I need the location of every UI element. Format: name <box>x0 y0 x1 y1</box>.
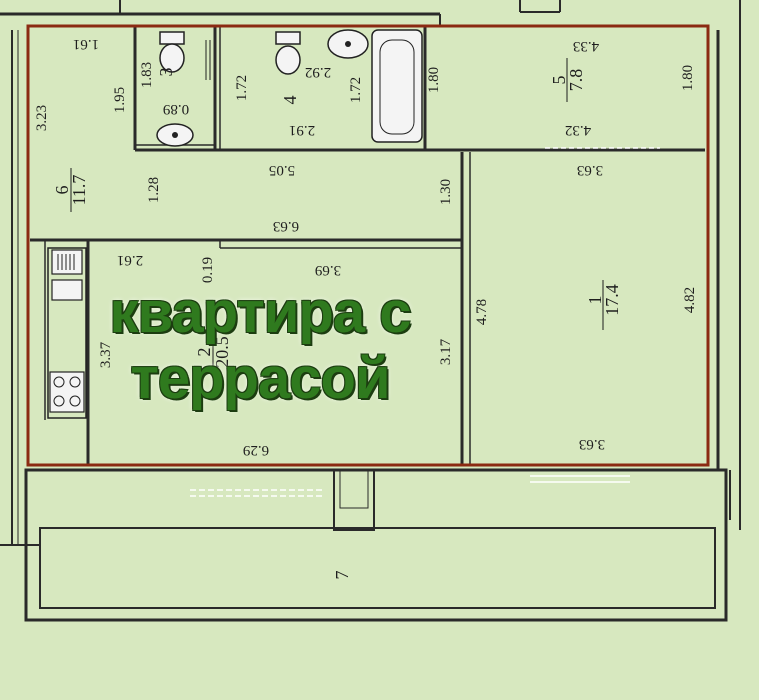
bathroom-fixtures <box>156 29 423 147</box>
room-labels: 1 17.4 2 20.5 3 0.89 4 2.92 5 7.8 6 11.7… <box>52 58 622 580</box>
caption-line-2: террасой <box>130 346 390 411</box>
dim-label: 1.95 <box>112 87 128 113</box>
toilet-icon <box>275 31 301 75</box>
room-2-number: 2 <box>194 348 214 357</box>
room-6-number: 6 <box>52 186 72 195</box>
room-4-number: 4 <box>280 96 300 105</box>
terrace <box>24 468 728 622</box>
dim-label: 1.72 <box>348 77 364 103</box>
dim-label: 3.63 <box>577 162 603 178</box>
kitchen-sink-icon <box>51 249 83 301</box>
apartment-caption: квартира с террасой <box>0 280 520 412</box>
room-5-area: 7.8 <box>566 69 586 92</box>
toilet-icon <box>159 31 185 73</box>
room-7-number: 7 <box>332 571 352 580</box>
room-1-number: 1 <box>585 296 605 305</box>
interior-walls <box>30 26 705 465</box>
dim-label: 4.82 <box>682 287 698 313</box>
building-walls <box>0 0 741 546</box>
sink-icon <box>156 123 194 147</box>
dim-label: 2.91 <box>289 122 315 138</box>
kitchen-fixtures <box>47 247 87 419</box>
dim-label: 6.29 <box>243 442 269 458</box>
room-2-area: 20.5 <box>212 336 232 368</box>
room-3-number: 3 <box>156 68 176 77</box>
dim-label: 2.61 <box>117 252 143 268</box>
dim-label: 4.33 <box>573 38 599 54</box>
dim-label: 6.63 <box>273 218 299 234</box>
dim-label: 3.23 <box>34 105 50 131</box>
dim-label: 3.17 <box>438 338 454 365</box>
dim-label: 3.63 <box>579 436 605 452</box>
dim-label: 1.80 <box>426 67 442 93</box>
dim-label: 3.37 <box>98 341 114 368</box>
radiator-icon <box>205 40 211 80</box>
dim-label: 1.80 <box>680 65 696 91</box>
dimension-labels: 1.61 3.23 1.95 1.83 1.72 1.72 1.80 4.33 … <box>34 36 698 458</box>
dim-label: 1.28 <box>146 177 162 203</box>
dim-label: 0.19 <box>200 257 216 283</box>
dim-label: 3.69 <box>315 262 341 278</box>
dim-label: 1.61 <box>73 36 99 52</box>
dim-label: 4.32 <box>565 122 591 138</box>
caption-line-1: квартира с <box>109 280 412 345</box>
room-6-area: 11.7 <box>69 175 89 206</box>
room-4-area: 2.92 <box>305 64 331 80</box>
sink-icon <box>327 29 369 59</box>
dim-label: 1.72 <box>234 75 250 101</box>
apartment-outline <box>26 24 710 467</box>
dim-label: 4.78 <box>474 299 490 325</box>
room-1-area: 17.4 <box>602 284 622 316</box>
dim-label: 5.05 <box>269 162 295 178</box>
room-3-area: 0.89 <box>163 101 189 117</box>
bathtub-icon <box>371 29 423 143</box>
dim-label: 1.30 <box>438 179 454 205</box>
room-5-number: 5 <box>549 76 569 85</box>
stove-icon <box>49 371 85 413</box>
dim-label: 1.83 <box>139 62 155 88</box>
